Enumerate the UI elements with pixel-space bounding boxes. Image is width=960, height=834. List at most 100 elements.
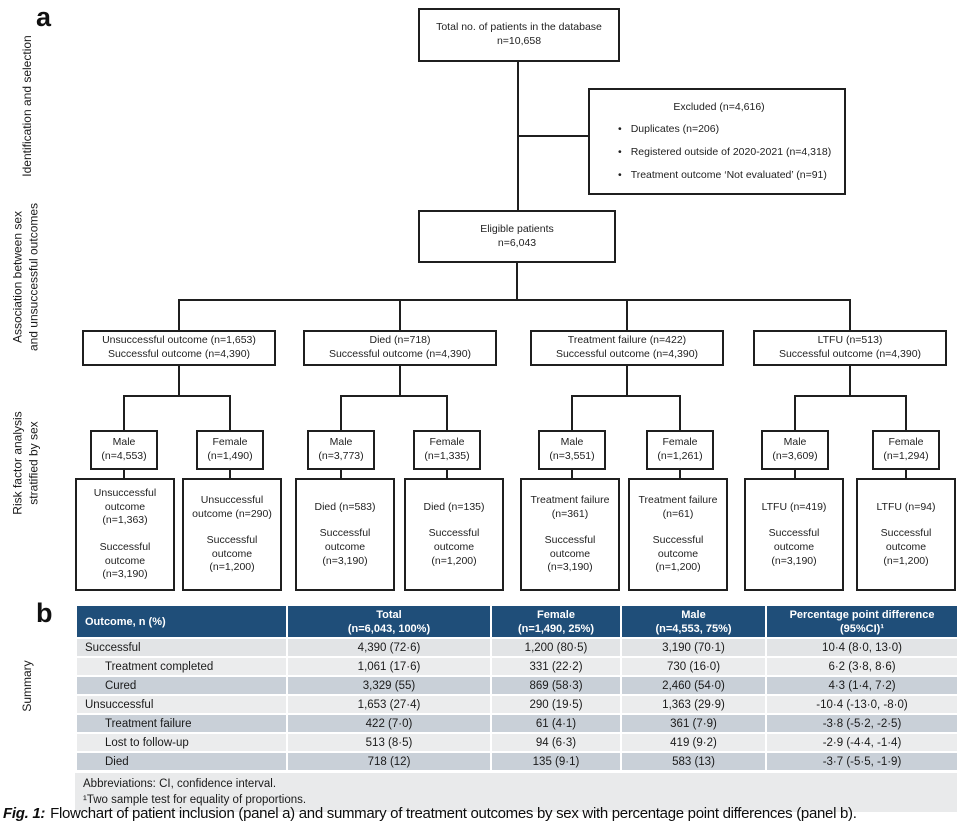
- risk-box-8: LTFU (n=94) Successful outcome (n=1,200): [856, 478, 956, 591]
- table-footnote-1: Abbreviations: CI, confidence interval.: [83, 778, 277, 790]
- col-header-male: Male(n=4,553, 75%): [620, 604, 767, 639]
- col-header-total: Total(n=6,043, 100%): [286, 604, 492, 639]
- table-cell: Died: [75, 751, 288, 772]
- col-header-outcome: Outcome, n (%): [75, 604, 288, 639]
- box-text: Male: [112, 436, 136, 449]
- table-row-treatment-completed: Treatment completed 1,061 (17·6) 331 (22…: [75, 656, 959, 677]
- table-cell: 718 (12): [286, 751, 492, 772]
- excluded-title: Excluded (n=4,616): [673, 100, 765, 113]
- risk-box-6: Treatment failure (n=61) Successful outc…: [628, 478, 728, 591]
- box-text: Treatment failure (n=361): [530, 493, 610, 520]
- table-cell: 4,390 (72·6): [286, 637, 492, 658]
- risk-box-1: Unsuccessful outcome (n=1,363) Successfu…: [75, 478, 175, 591]
- table-cell: 1,363 (29·9): [620, 694, 767, 715]
- box-text: Successful outcome (n=3,190): [319, 527, 371, 567]
- table-cell: 290 (19·5): [490, 694, 622, 715]
- table-cell: 3,190 (70·1): [620, 637, 767, 658]
- table-cell: 135 (9·1): [490, 751, 622, 772]
- table-cell: 4·3 (1·4, 7·2): [765, 675, 959, 696]
- box-text: Successful outcome (n=1,200): [428, 527, 480, 567]
- table-cell: 361 (7·9): [620, 713, 767, 734]
- total-patients-box: Total no. of patients in the database n=…: [418, 8, 620, 62]
- risk-box-4: Died (n=135) Successful outcome (n=1,200…: [404, 478, 504, 591]
- outcomes-table: Outcome, n (%) Total(n=6,043, 100%) Fema…: [75, 604, 959, 772]
- box-text: Female: [662, 436, 698, 449]
- table-cell: -10·4 (-13·0, -8·0): [765, 694, 959, 715]
- box-text: Successful outcome (n=3,190): [99, 541, 151, 581]
- box-text: (n=1,294): [883, 450, 929, 462]
- table-cell: 513 (8·5): [286, 732, 492, 753]
- table-cell: 331 (22·2): [490, 656, 622, 677]
- box-text: Successful outcome (n=1,200): [206, 534, 258, 574]
- table-cell: 1,200 (80·5): [490, 637, 622, 658]
- box-text: Male: [329, 436, 353, 449]
- caption-text: Flowchart of patient inclusion (panel a)…: [50, 805, 857, 822]
- excluded-bullet: Registered outside of 2020-2021 (n=4,318…: [604, 146, 834, 160]
- table-header-row: Outcome, n (%) Total(n=6,043, 100%) Fema…: [75, 604, 959, 639]
- bullet-text: Duplicates (n=206): [630, 123, 720, 136]
- outcome-box-treatment-failure: Treatment failure (n=422) Successful out…: [530, 330, 724, 366]
- excluded-bullet: Duplicates (n=206): [604, 123, 834, 137]
- risk-box-7: LTFU (n=419) Successful outcome (n=3,190…: [744, 478, 844, 591]
- sex-box-5: Male (n=3,551): [538, 430, 606, 470]
- sex-box-8: Female (n=1,294): [872, 430, 940, 470]
- box-text: Successful outcome (n=4,390): [328, 348, 472, 360]
- table-cell: -2·9 (-4·4, -1·4): [765, 732, 959, 753]
- table-cell: 419 (9·2): [620, 732, 767, 753]
- outcome-box-died: Died (n=718) Successful outcome (n=4,390…: [303, 330, 497, 366]
- box-text: Female: [429, 436, 465, 449]
- bullet-text: Registered outside of 2020-2021 (n=4,318…: [630, 146, 832, 158]
- risk-box-3: Died (n=583) Successful outcome (n=3,190…: [295, 478, 395, 591]
- col-header-diff: Percentage point difference(95%CI)¹: [765, 604, 959, 639]
- outcomes-table-wrapper: Outcome, n (%) Total(n=6,043, 100%) Fema…: [75, 604, 959, 812]
- table-row-successful: Successful 4,390 (72·6) 1,200 (80·5) 3,1…: [75, 637, 959, 658]
- table-cell: 869 (58·3): [490, 675, 622, 696]
- table-cell: 61 (4·1): [490, 713, 622, 734]
- table-cell: Cured: [75, 675, 288, 696]
- sex-box-3: Male (n=3,773): [307, 430, 375, 470]
- box-text: n=10,658: [496, 35, 542, 47]
- box-text: Successful outcome (n=3,190): [768, 527, 820, 567]
- table-cell: Successful: [75, 637, 288, 658]
- caption-prefix: Fig. 1:: [3, 805, 46, 822]
- table-cell: 1,061 (17·6): [286, 656, 492, 677]
- box-text: Unsuccessful outcome (n=290): [192, 493, 272, 520]
- box-text: Successful outcome (n=1,200): [652, 534, 704, 574]
- box-text: (n=4,553): [101, 450, 147, 462]
- box-text: (n=1,490): [207, 450, 253, 462]
- table-cell: 1,653 (27·4): [286, 694, 492, 715]
- table-cell: -3·8 (-5·2, -2·5): [765, 713, 959, 734]
- side-label-identification: Identification and selection: [20, 35, 35, 177]
- table-cell: Treatment failure: [75, 713, 288, 734]
- box-text: Unsuccessful outcome (n=1,363): [93, 487, 157, 527]
- box-text: (n=1,261): [657, 450, 703, 462]
- box-text: Successful outcome (n=3,190): [544, 534, 596, 574]
- table-cell: 730 (16·0): [620, 656, 767, 677]
- sex-box-6: Female (n=1,261): [646, 430, 714, 470]
- table-row-lost-to-follow-up: Lost to follow-up 513 (8·5) 94 (6·3) 419…: [75, 732, 959, 753]
- table-cell: 583 (13): [620, 751, 767, 772]
- table-cell: Unsuccessful: [75, 694, 288, 715]
- table-row-unsuccessful: Unsuccessful 1,653 (27·4) 290 (19·5) 1,3…: [75, 694, 959, 715]
- table-cell: -3·7 (-5·5, -1·9): [765, 751, 959, 772]
- panel-a-label: a: [36, 2, 52, 32]
- box-text: (n=3,551): [549, 450, 595, 462]
- box-text: Died (n=718): [369, 334, 431, 347]
- box-text: Treatment failure (n=422): [567, 334, 687, 347]
- figure-caption: Fig. 1:Flowchart of patient inclusion (p…: [3, 805, 957, 822]
- outcome-box-ltfu: LTFU (n=513) Successful outcome (n=4,390…: [753, 330, 947, 366]
- box-text: (n=3,773): [318, 450, 364, 462]
- box-text: Successful outcome (n=4,390): [107, 348, 251, 360]
- table-cell: Treatment completed: [75, 656, 288, 677]
- box-text: LTFU (n=513): [817, 334, 883, 347]
- side-label-association: Association between sex and unsuccessful…: [10, 202, 40, 352]
- side-label-summary: Summary: [20, 660, 35, 712]
- box-text: Eligible patients: [480, 222, 554, 235]
- table-cell: 422 (7·0): [286, 713, 492, 734]
- table-cell: 3,329 (55): [286, 675, 492, 696]
- panel-b-label: b: [36, 598, 53, 628]
- box-text: Female: [888, 436, 924, 449]
- sex-box-2: Female (n=1,490): [196, 430, 264, 470]
- table-row-cured: Cured 3,329 (55) 869 (58·3) 2,460 (54·0)…: [75, 675, 959, 696]
